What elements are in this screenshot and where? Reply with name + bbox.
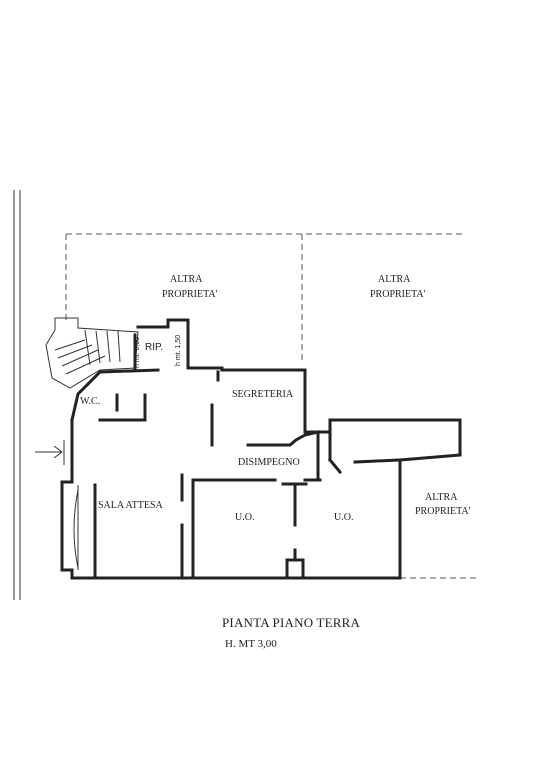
- room-label-uo-2: U.O.: [334, 512, 353, 523]
- room-label-disimpegno: DISIMPEGNO: [238, 457, 300, 468]
- altra-proprieta-1-line2: PROPRIETA': [162, 289, 218, 300]
- property-boundaries: [65, 233, 478, 579]
- room-label-wc: W.C.: [80, 396, 100, 407]
- plan-title: PIANTA PIANO TERRA: [222, 615, 361, 630]
- room-label-rip: RIP.: [145, 342, 163, 353]
- altra-proprieta-3-line1: ALTRA: [425, 492, 458, 503]
- altra-proprieta-1-line1: ALTRA: [170, 274, 203, 285]
- height-annotation-left: h mt. 0,60: [134, 337, 141, 368]
- walls: [60, 318, 462, 580]
- altra-proprieta-3-line2: PROPRIETA': [415, 506, 471, 517]
- plan-subtitle: H. MT 3,00: [225, 638, 277, 650]
- entrance-arrow-icon: [35, 440, 65, 465]
- room-label-segreteria: SEGRETERIA: [232, 389, 294, 400]
- room-label-uo-1: U.O.: [235, 512, 254, 523]
- altra-proprieta-2-line1: ALTRA: [378, 274, 411, 285]
- staircase: [45, 317, 139, 389]
- height-annotation-right: h mt. 1,50: [175, 335, 182, 366]
- room-label-sala-attesa: SALA ATTESA: [98, 500, 164, 511]
- altra-proprieta-2-line2: PROPRIETA': [370, 289, 426, 300]
